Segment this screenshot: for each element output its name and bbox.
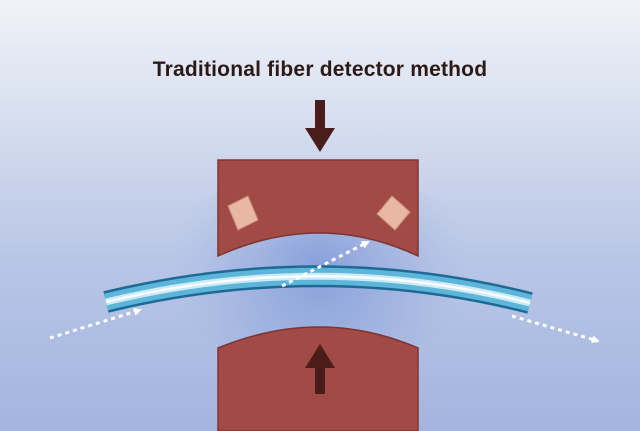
escaping-light-ray	[281, 240, 370, 288]
bottom-force-arrow	[305, 344, 335, 394]
top-clamp-block	[217, 159, 419, 258]
top-force-arrow	[305, 100, 335, 152]
diagram-title: Traditional fiber detector method	[152, 58, 488, 81]
right-detector-pad	[376, 195, 411, 231]
left-detector-pad	[227, 195, 259, 231]
incoming-light-ray	[49, 307, 142, 340]
outgoing-light-ray	[511, 314, 600, 344]
